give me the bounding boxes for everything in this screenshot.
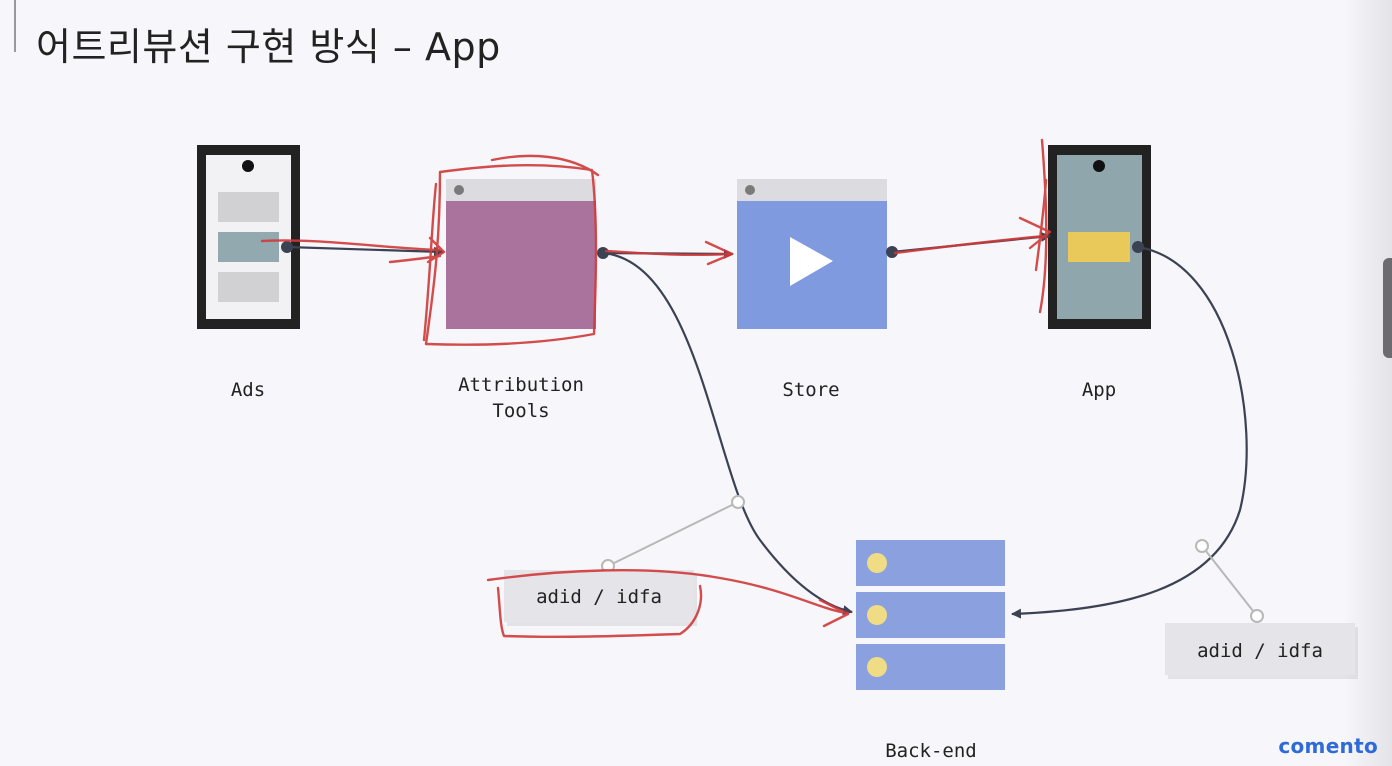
handwritten-annotations [260, 138, 1052, 639]
label-attribution-line2: Tools [492, 400, 549, 422]
attribution-window-icon [446, 179, 596, 329]
tag-right: adid / idfa [1165, 623, 1358, 679]
backend-server-icon [856, 540, 1005, 690]
label-backend: Back-end [885, 740, 977, 762]
tag-left-text: adid / idfa [536, 586, 662, 608]
play-icon [790, 237, 833, 286]
connector-ads-to-attribution [286, 245, 444, 257]
app-device-icon [1048, 145, 1151, 329]
store-window-icon [737, 179, 887, 329]
brand-logo: comento [1278, 734, 1378, 758]
tag-right-text: adid / idfa [1197, 640, 1323, 662]
connector-app-to-backend [1011, 245, 1248, 619]
ads-device-icon [197, 145, 300, 329]
title-accent-bar [14, 0, 16, 52]
label-app: App [1082, 379, 1116, 401]
tag-callouts [601, 495, 1264, 623]
side-panel-handle[interactable] [1383, 258, 1392, 358]
label-store: Store [782, 379, 839, 401]
tag-left: adid / idfa [504, 570, 697, 626]
label-attribution-line1: Attribution [458, 374, 584, 396]
slide-title: 어트리뷰션 구현 방식 – App [36, 25, 501, 69]
label-ads: Ads [231, 379, 265, 401]
